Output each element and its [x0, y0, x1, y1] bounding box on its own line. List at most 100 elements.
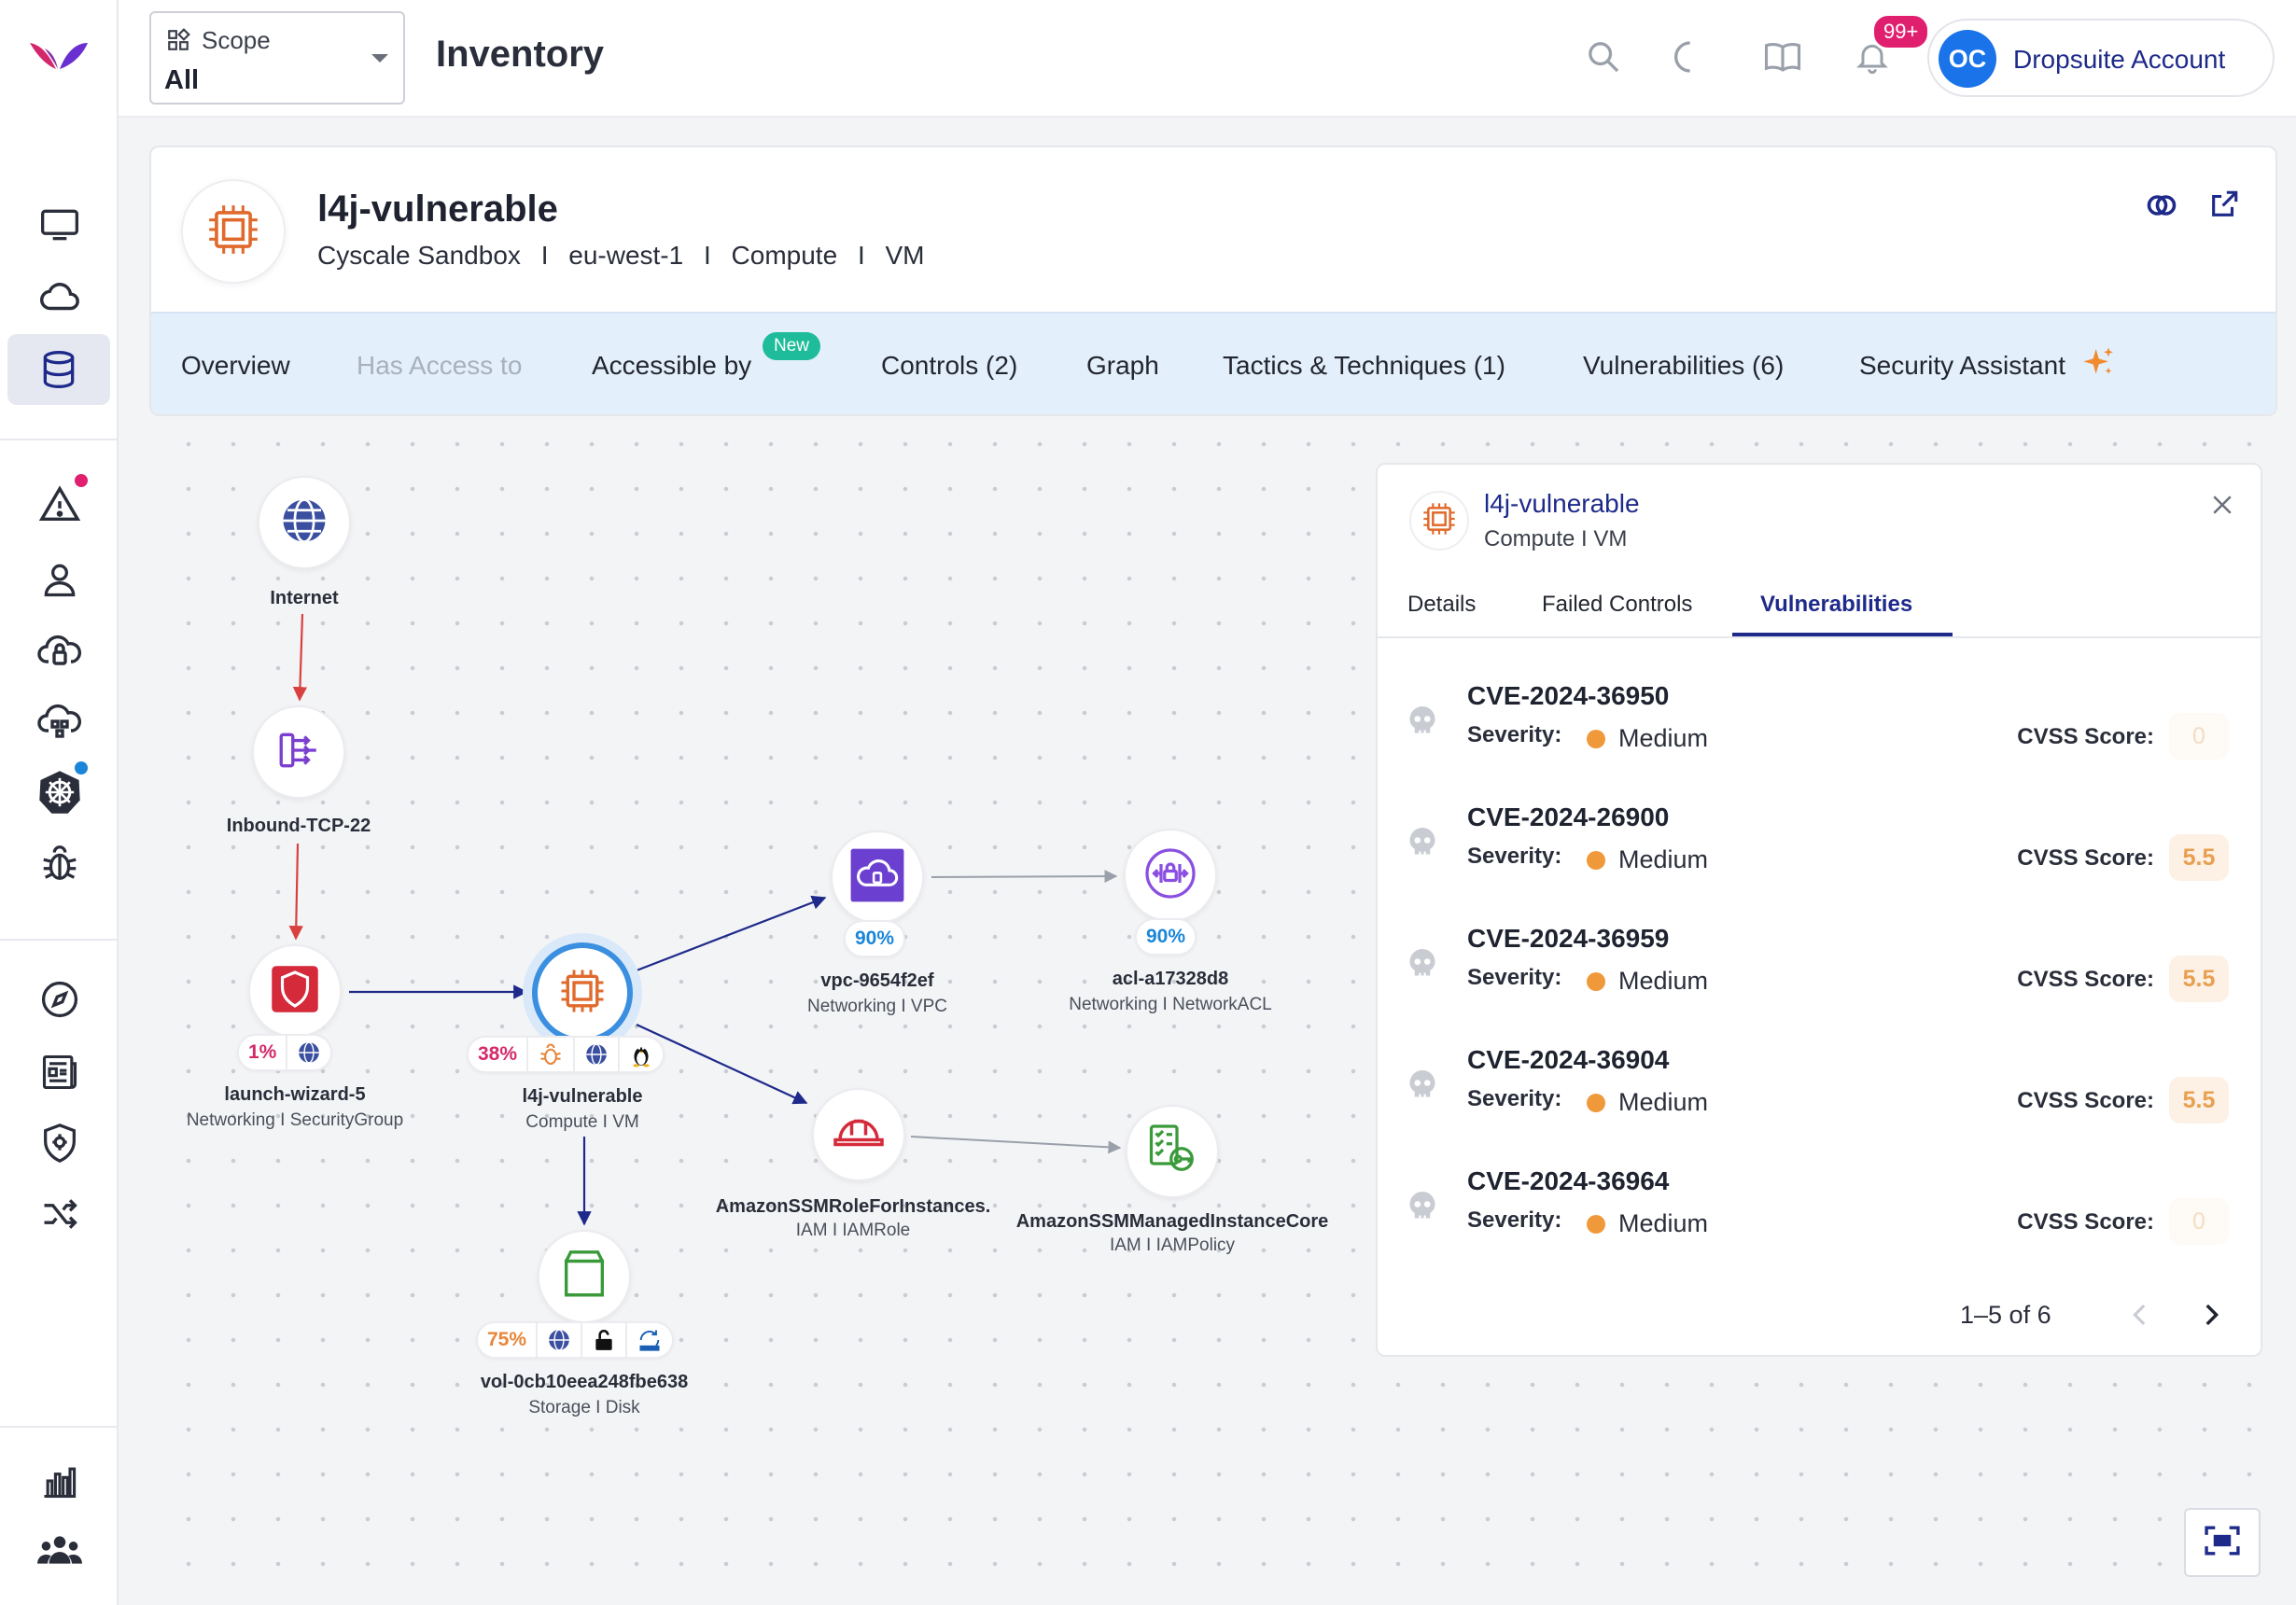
backup-icon	[627, 1323, 672, 1357]
sidebar	[0, 0, 119, 1605]
skull-icon	[1406, 1189, 1439, 1227]
fit-view-button[interactable]	[2184, 1508, 2261, 1577]
chevron-left-icon[interactable]	[2124, 1299, 2156, 1335]
resource-detail-panel: l4j-vulnerable Compute I VM Details Fail…	[1376, 463, 2262, 1357]
severity-label: Severity:	[1467, 965, 1562, 990]
unlocked-icon	[582, 1323, 628, 1357]
node-inbound-label: Inbound-TCP-22	[226, 816, 371, 836]
dark-mode-icon[interactable]	[1672, 35, 1715, 78]
node-role-label: AmazonSSMRoleForInstances.	[715, 1196, 991, 1217]
node-volume-label: vol-0cb10eea248fbe638	[480, 1372, 689, 1392]
node-vm-pill: 38%	[467, 1036, 665, 1073]
panel-tab-failed-controls[interactable]: Failed Controls	[1542, 592, 1693, 617]
resource-title: l4j-vulnerable	[317, 188, 558, 230]
bell-icon[interactable]	[1851, 35, 1894, 78]
skull-icon	[1406, 825, 1439, 863]
severity-value: Medium	[1618, 845, 1709, 873]
tab-graph[interactable]: Graph	[1086, 314, 1159, 414]
node-acl[interactable]	[1124, 829, 1217, 922]
cloud-lock-icon[interactable]	[31, 621, 89, 679]
security-group-icon	[270, 964, 320, 1019]
tab-overview[interactable]: Overview	[181, 351, 290, 380]
pagination-range: 1–5 of 6	[1960, 1301, 2051, 1329]
severity-value: Medium	[1618, 1088, 1709, 1116]
team-icon[interactable]	[31, 1521, 89, 1579]
node-volume[interactable]	[538, 1230, 631, 1323]
kubernetes-icon[interactable]	[31, 763, 89, 821]
monitor-icon[interactable]	[31, 196, 89, 254]
chevron-right-icon[interactable]	[2195, 1299, 2227, 1335]
vulnerability-row[interactable]: CVE-2024-26900 Severity: Medium CVSS Sco…	[1378, 784, 2261, 905]
node-iam-role[interactable]	[812, 1088, 905, 1181]
shield-gear-icon[interactable]	[31, 1114, 89, 1172]
node-iam-policy[interactable]	[1126, 1105, 1219, 1198]
search-icon[interactable]	[1582, 35, 1625, 78]
node-vm-label: l4j-vulnerable	[522, 1086, 643, 1107]
cloud-icon[interactable]	[31, 269, 89, 327]
panel-title[interactable]: l4j-vulnerable	[1484, 489, 1640, 518]
account-menu[interactable]: OC Dropsuite Account	[1927, 19, 2275, 97]
panel-tab-divider	[1378, 636, 2261, 638]
node-vpc-label: vpc-9654f2ef	[820, 970, 934, 991]
tab-vulnerabilities[interactable]: Vulnerabilities (6)	[1583, 351, 1785, 380]
node-vpc-sub: Networking I VPC	[807, 997, 947, 1016]
node-launch-pill: 1%	[237, 1034, 333, 1071]
node-vpc-pill: 90%	[844, 920, 906, 957]
tab-has-access-to[interactable]: Has Access to	[357, 351, 523, 380]
scope-selector[interactable]: Scope All	[149, 11, 405, 105]
vulnerability-row[interactable]: CVE-2024-36964 Severity: Medium CVSS Sco…	[1378, 1148, 2261, 1269]
book-icon[interactable]	[1761, 35, 1804, 78]
node-vm-selected[interactable]	[532, 942, 633, 1043]
severity-label: Severity:	[1467, 1086, 1562, 1111]
vulnerability-row[interactable]: CVE-2024-36904 Severity: Medium CVSS Sco…	[1378, 1026, 2261, 1148]
severity-label: Severity:	[1467, 1207, 1562, 1233]
panel-resource-avatar	[1409, 491, 1469, 551]
node-inbound-rule[interactable]	[252, 705, 345, 799]
close-icon[interactable]	[2208, 491, 2236, 519]
resource-avatar	[181, 179, 286, 284]
compare-icon[interactable]	[2145, 188, 2178, 227]
chip-icon	[1421, 500, 1458, 542]
vulnerability-row[interactable]: CVE-2024-36950 Severity: Medium CVSS Sco…	[1378, 663, 2261, 784]
node-volume-pill: 75%	[476, 1321, 675, 1359]
cyscale-logo[interactable]	[28, 37, 90, 79]
account-name: Dropsuite Account	[2013, 45, 2226, 74]
compass-icon[interactable]	[31, 970, 89, 1028]
node-role-sub: IAM I IAMRole	[795, 1221, 911, 1240]
globe-icon	[279, 495, 329, 551]
tab-controls[interactable]: Controls (2)	[881, 351, 1018, 380]
avatar: OC	[1939, 30, 1996, 88]
user-icon[interactable]	[31, 551, 89, 608]
meta-separator: I	[857, 241, 865, 270]
external-link-icon[interactable]	[2208, 188, 2240, 227]
tab-accessible-by[interactable]: Accessible by	[592, 351, 752, 380]
severity-dot	[1587, 730, 1605, 748]
node-internet[interactable]	[258, 476, 351, 569]
compliance-percent: 38%	[469, 1038, 529, 1071]
node-launch-wizard[interactable]	[248, 944, 342, 1038]
bar-chart-icon[interactable]	[31, 1452, 89, 1510]
cloud-network-icon[interactable]	[31, 692, 89, 750]
severity-value: Medium	[1618, 967, 1709, 995]
shuffle-icon[interactable]	[31, 1185, 89, 1243]
node-vm-sub: Compute I VM	[525, 1112, 639, 1132]
node-vpc[interactable]	[831, 830, 924, 924]
meta-separator: I	[540, 241, 549, 270]
report-icon[interactable]	[31, 1043, 89, 1101]
cvss-label: CVSS Score:	[2017, 1209, 2154, 1235]
vulnerability-row[interactable]: CVE-2024-36959 Severity: Medium CVSS Sco…	[1378, 905, 2261, 1026]
tab-security-assistant[interactable]: Security Assistant	[1859, 314, 2118, 414]
resource-actions	[2145, 188, 2240, 227]
tab-tactics-techniques[interactable]: Tactics & Techniques (1)	[1223, 351, 1505, 380]
panel-tab-details[interactable]: Details	[1407, 592, 1477, 617]
policy-icon	[1144, 1122, 1200, 1182]
alert-icon[interactable]	[31, 476, 89, 534]
globe-icon	[538, 1323, 583, 1357]
page-title: Inventory	[436, 34, 605, 75]
node-volume-sub: Storage I Disk	[528, 1398, 640, 1417]
resource-type: VM	[885, 241, 925, 270]
bug-icon[interactable]	[31, 834, 89, 892]
database-icon[interactable]	[7, 334, 110, 405]
panel-tab-vulnerabilities[interactable]: Vulnerabilities	[1760, 592, 1913, 617]
notification-badge: 99+	[1871, 13, 1931, 50]
